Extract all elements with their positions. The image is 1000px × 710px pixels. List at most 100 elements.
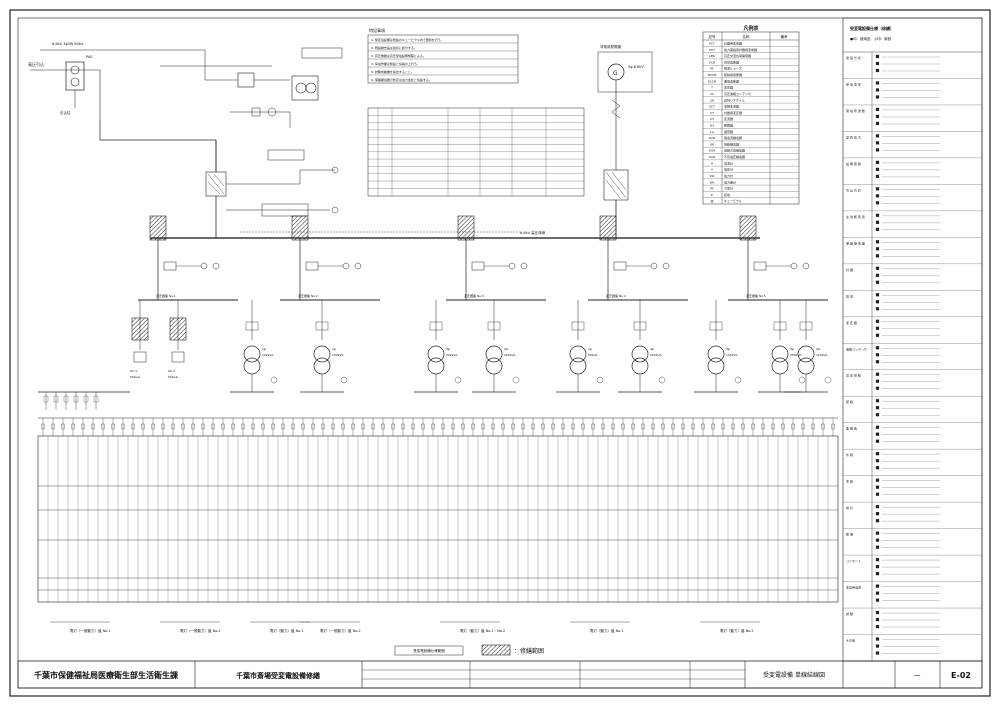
spec-checkbox: [875, 545, 880, 549]
spec-item: 受 電 周 波 数: [846, 108, 865, 113]
spec-checkbox: [875, 107, 880, 112]
branch-breaker: [451, 423, 455, 430]
branch-breaker: [491, 423, 495, 430]
spec-checkbox: [875, 564, 880, 569]
branch-breaker: [581, 423, 585, 430]
lbs-box: [799, 321, 813, 331]
branch-breaker: [311, 423, 315, 430]
spec-checkbox: [875, 254, 880, 258]
lbs-box: [571, 321, 585, 331]
legend-name: 電力量計: [724, 179, 736, 184]
branch-breaker: [511, 423, 515, 430]
spec-checkbox: [875, 121, 880, 126]
legend-name: 限流ヒューズ: [724, 66, 742, 71]
spec-checkbox: [875, 300, 880, 304]
legend-name: 電力計: [724, 173, 733, 178]
branch-breaker: [641, 423, 645, 430]
spec-checkbox: [875, 346, 880, 350]
legend-name: 不足電圧継電器: [724, 154, 745, 159]
branch-breaker: [241, 423, 245, 430]
transformer-kind: 3φ: [816, 347, 820, 351]
branch-breaker: [711, 423, 715, 430]
branch-breaker: [201, 423, 205, 430]
spec-checkbox: [875, 439, 880, 443]
transformer-symbol: [797, 357, 815, 375]
capacitor-kvar: 50kvar: [130, 375, 141, 379]
branch-breaker: [731, 423, 735, 430]
legend-symbol: SR: [710, 98, 714, 102]
spec-checkbox: [875, 466, 880, 470]
legend-head-name: 名称: [743, 34, 751, 39]
vcb-box: [471, 261, 485, 271]
meter-symbol: [596, 376, 604, 384]
spec-checkbox: [875, 372, 880, 376]
incoming-supply: 6.6kV 3φ3W 60Hz: [52, 42, 84, 46]
branch-breaker: [771, 423, 775, 430]
legend-symbol: A: [711, 161, 714, 165]
relay-symbol: [662, 262, 670, 270]
branch-breaker: [631, 423, 635, 430]
bottom-legend: 受変電設備仕様範囲 ：修繕範囲: [394, 644, 544, 656]
generator-rating: 3φ 6.6kV: [628, 65, 644, 69]
spec-checkbox: [875, 459, 880, 463]
branch-breaker: [351, 423, 355, 430]
spec-checkbox: [875, 379, 880, 383]
relay-symbol: [342, 262, 350, 270]
relay-symbol: [790, 262, 798, 270]
transformer-symbol: [485, 357, 503, 375]
capacitor-name: SC-1: [130, 369, 137, 373]
relay-symbol: [650, 262, 658, 270]
note-line: 6. 保護継電器の整定は電力会社と協議する。: [371, 77, 432, 82]
legend-symbol: VCT: [709, 48, 715, 52]
legend-name: 力率計: [724, 186, 733, 191]
legend-symbol: ▨: [711, 199, 714, 203]
legend-symbol: V: [711, 168, 714, 172]
branch-breaker: [811, 423, 815, 430]
spec-checkbox: [875, 353, 880, 357]
spec-item: 設 備 容 量: [846, 161, 861, 166]
transformer-kind: 1φ: [332, 347, 336, 351]
legend-name: 電力需給用計器用変成器: [724, 47, 757, 52]
spec-item: 進相コンデンサ: [846, 346, 867, 351]
branch-breaker: [261, 423, 265, 430]
branch-breaker: [671, 423, 675, 430]
spec-checkbox: [875, 452, 880, 456]
spec-checkbox: [875, 360, 880, 364]
legend-head-symbol: 記号: [709, 34, 717, 39]
spec-item: 盤 構 造: [846, 426, 857, 431]
relay-symbol: [200, 262, 208, 270]
legend-name: 地絡継電器: [724, 141, 739, 146]
existing-label: 受変電設備仕様範囲: [413, 648, 445, 653]
transformer-row: 1φ100kVA1φ100kVA3φ200kVA3φ200kVA1φ50kVA3…: [230, 300, 832, 393]
branch-breaker: [91, 423, 95, 430]
spec-checkbox: [875, 194, 880, 198]
branch-breaker: [551, 423, 555, 430]
spec-checkbox: [875, 167, 880, 172]
feeder-cubicle: [149, 215, 167, 241]
branch-breaker: [681, 423, 685, 430]
legend-symbol: ELCB: [708, 79, 716, 83]
spec-checkbox: [875, 326, 880, 330]
branch-breaker: [401, 423, 405, 430]
transformer-symbol: [569, 345, 587, 363]
spec-checkbox: [875, 95, 880, 99]
incoming-label: 高圧引込: [28, 61, 44, 67]
project-name: 千葉市斎場受変電設備修繕: [236, 671, 320, 680]
legend-name: 高圧交流負荷開閉器: [724, 53, 751, 58]
legend-symbol: LBS: [709, 54, 715, 58]
meter-symbol: [734, 376, 742, 384]
mccb-symbol: [43, 395, 49, 403]
spec-item: 換 気: [846, 505, 853, 510]
branch-breaker: [441, 423, 445, 430]
spec-item: その他: [846, 638, 855, 643]
relay-symbol: [802, 262, 810, 270]
branch-breaker: [431, 423, 435, 430]
lbs-box: [773, 321, 787, 331]
vcb-box: [613, 261, 627, 271]
branch-breaker: [531, 423, 535, 430]
legend-name: 断路器: [724, 123, 733, 128]
spec-checkbox: [875, 386, 880, 390]
lbs-box: [245, 321, 259, 331]
